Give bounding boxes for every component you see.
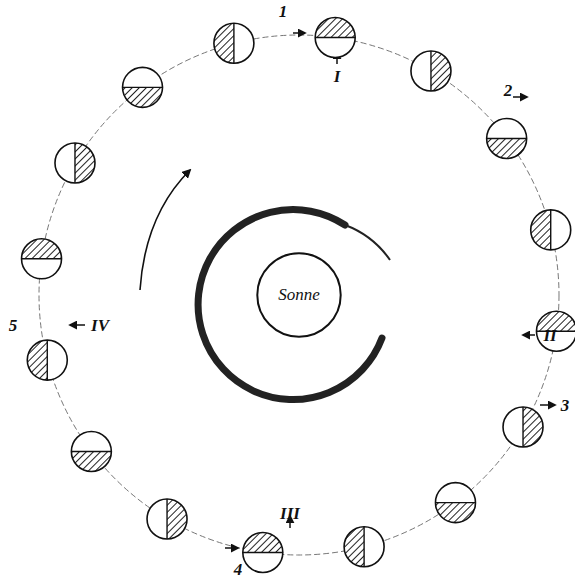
night-half <box>22 239 62 259</box>
night-half <box>71 451 111 471</box>
earth-outline <box>71 431 111 471</box>
rotation-band-tail <box>345 225 390 260</box>
earth-outline <box>487 119 527 159</box>
earth-globe <box>123 67 163 107</box>
earth-globe <box>147 499 187 539</box>
rotation-band <box>198 210 382 400</box>
night-half <box>167 499 187 539</box>
earth-globe <box>243 532 283 572</box>
callout-number: 5 <box>9 317 18 334</box>
direction-arrow <box>293 32 305 34</box>
earth-outline <box>411 51 451 91</box>
earth-globe <box>411 51 451 91</box>
callout-number: 2 <box>504 82 513 99</box>
terminator-line <box>233 23 234 63</box>
earth-globe <box>344 527 384 567</box>
earth-outline <box>531 210 571 250</box>
season-numeral: II <box>543 327 556 344</box>
night-half <box>243 532 283 552</box>
earth-globe <box>214 23 254 63</box>
callout-number: 3 <box>561 397 570 414</box>
terminator-line <box>435 502 475 503</box>
night-half <box>523 407 543 447</box>
earth-outline <box>435 483 475 523</box>
earth-outline <box>536 311 575 351</box>
direction-arrow <box>225 547 238 549</box>
earth-globe <box>536 311 575 351</box>
earth-outline <box>243 532 283 572</box>
night-half <box>123 87 163 107</box>
terminator-line <box>74 143 75 183</box>
earth-globe <box>22 239 62 279</box>
direction-arrow <box>540 404 555 406</box>
terminator-line <box>430 51 431 91</box>
earth-globe <box>435 483 475 523</box>
earth-outline <box>22 239 62 279</box>
terminator-line <box>47 340 48 380</box>
season-numeral: III <box>280 505 300 522</box>
direction-arrow <box>513 96 527 98</box>
earth-outline <box>315 18 355 58</box>
direction-arrow <box>523 334 535 336</box>
night-half <box>531 210 551 250</box>
orbit-path <box>39 35 559 555</box>
night-half <box>435 503 475 523</box>
night-half <box>214 23 234 63</box>
earth-outline <box>503 407 543 447</box>
earth-outline <box>123 67 163 107</box>
earth-outline <box>55 143 95 183</box>
earth-globe <box>55 143 95 183</box>
night-half <box>487 139 527 159</box>
night-half <box>75 143 95 183</box>
night-half <box>431 51 451 91</box>
motion-arrow <box>140 170 190 290</box>
terminator-line <box>550 210 551 250</box>
terminator-line <box>166 499 167 539</box>
terminator-line <box>487 138 527 139</box>
terminator-line <box>71 451 111 452</box>
sun-circle: Sonne <box>256 252 342 338</box>
earth-outline <box>344 527 384 567</box>
terminator-line <box>363 527 364 567</box>
terminator-line <box>315 37 355 38</box>
terminator-line <box>22 258 62 259</box>
earth-globe <box>487 119 527 159</box>
earth-outline <box>147 499 187 539</box>
callout-number: 1 <box>279 3 288 20</box>
season-numeral: I <box>334 68 341 85</box>
sun-label: Sonne <box>278 285 320 305</box>
earth-globe <box>503 407 543 447</box>
night-half <box>344 527 364 567</box>
earth-globe <box>531 210 571 250</box>
earth-outline <box>27 340 67 380</box>
terminator-line <box>522 407 523 447</box>
terminator-line <box>243 552 283 553</box>
callout-number: 4 <box>234 561 243 578</box>
earth-globe <box>27 340 67 380</box>
night-half <box>315 18 355 38</box>
night-half <box>27 340 47 380</box>
direction-arrow <box>70 324 85 326</box>
earth-outline <box>214 23 254 63</box>
earth-globe <box>71 431 111 471</box>
terminator-line <box>123 87 163 88</box>
season-numeral: IV <box>91 317 109 334</box>
earth-globe <box>315 18 355 58</box>
